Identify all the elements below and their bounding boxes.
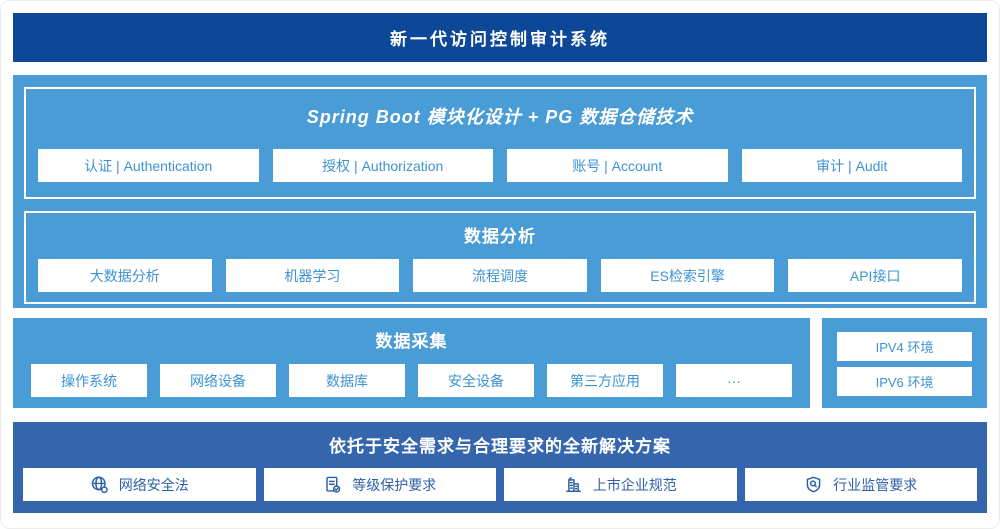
module-cell-authentication: 认证 | Authentication <box>38 149 259 182</box>
analysis-cell-es: ES检索引擎 <box>600 259 775 292</box>
data-collection-section: 数据采集 操作系统 网络设备 数据库 安全设备 第三方应用 ··· <box>13 318 810 408</box>
env-cell-ipv4: IPV4 环境 <box>837 332 972 361</box>
solution-title: 依托于安全需求与合理要求的全新解决方案 <box>329 437 671 456</box>
solution-cell-industry-regulation: 行业监管要求 <box>744 468 977 501</box>
solution-cell-classified-protection: 等级保护要求 <box>263 468 496 501</box>
modules-subsection: Spring Boot 模块化设计 + PG 数据仓储技术 认证 | Authe… <box>24 87 976 199</box>
globe-network-icon <box>90 475 109 494</box>
document-check-icon <box>323 475 342 494</box>
collection-cell-database: 数据库 <box>289 364 405 397</box>
collection-cell-os: 操作系统 <box>31 364 147 397</box>
analysis-cell-bigdata: 大数据分析 <box>38 259 212 292</box>
main-title: 新一代访问控制审计系统 <box>390 30 610 49</box>
solution-label: 行业监管要求 <box>833 476 918 493</box>
analysis-row: 大数据分析 机器学习 流程调度 ES检索引擎 API接口 <box>38 259 962 292</box>
analysis-cell-ml: 机器学习 <box>225 259 400 292</box>
analysis-cell-api: API接口 <box>788 259 962 292</box>
solution-label: 上市企业规范 <box>592 476 677 493</box>
analysis-subsection: 数据分析 大数据分析 机器学习 流程调度 ES检索引擎 API接口 <box>24 211 976 304</box>
env-cell-ipv6: IPV6 环境 <box>837 367 972 396</box>
building-icon <box>564 475 583 494</box>
solution-row: 网络安全法 等级保护要求 <box>23 468 977 501</box>
environments-panel: IPV4 环境 IPV6 环境 <box>822 318 987 408</box>
module-cell-authorization: 授权 | Authorization <box>272 149 493 182</box>
platform-section: Spring Boot 模块化设计 + PG 数据仓储技术 认证 | Authe… <box>13 75 987 308</box>
module-cell-audit: 审计 | Audit <box>741 149 962 182</box>
collection-cell-more: ··· <box>676 364 792 397</box>
solution-section: 依托于安全需求与合理要求的全新解决方案 网络安全法 <box>13 422 987 513</box>
collection-title: 数据采集 <box>375 332 448 351</box>
analysis-title: 数据分析 <box>464 227 536 246</box>
collection-row: 操作系统 网络设备 数据库 安全设备 第三方应用 ··· <box>31 364 792 397</box>
main-title-banner: 新一代访问控制审计系统 <box>13 13 987 62</box>
solution-label: 等级保护要求 <box>352 476 437 493</box>
shield-search-icon <box>804 475 823 494</box>
modules-title: Spring Boot 模块化设计 + PG 数据仓储技术 <box>306 107 694 127</box>
modules-row: 认证 | Authentication 授权 | Authorization 账… <box>38 149 962 182</box>
solution-label: 网络安全法 <box>118 476 189 493</box>
module-cell-account: 账号 | Account <box>507 149 728 182</box>
solution-cell-cybersecurity-law: 网络安全法 <box>23 468 256 501</box>
analysis-cell-workflow: 流程调度 <box>413 259 587 292</box>
collection-cell-thirdparty: 第三方应用 <box>547 364 663 397</box>
collection-cell-security-device: 安全设备 <box>418 364 534 397</box>
collection-cell-network-device: 网络设备 <box>160 364 276 397</box>
solution-cell-listed-company: 上市企业规范 <box>504 468 737 501</box>
